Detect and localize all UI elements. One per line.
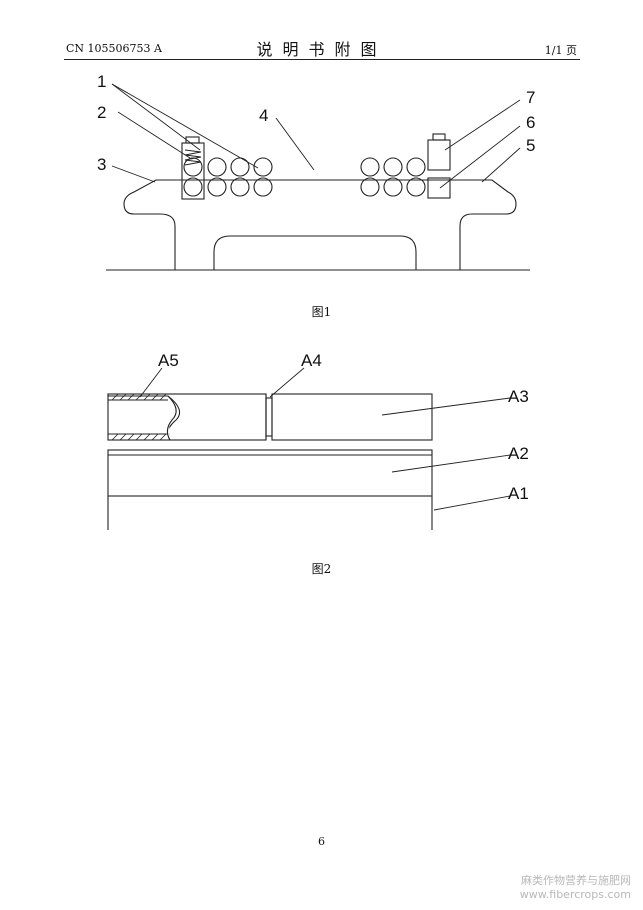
fig2-a5-hatch (111, 393, 167, 441)
fig2-part-a5-body (107, 393, 267, 441)
fig1-label-2: 2 (97, 103, 106, 122)
fig1-left-rollers (183, 157, 273, 197)
fig2-label-a3: A3 (508, 387, 529, 406)
fig2-label-a4: A4 (301, 351, 322, 370)
fig2-leader-lines (139, 367, 511, 511)
page-ratio: 1/1 页 (544, 44, 577, 57)
fig1-right-rollers (360, 157, 426, 197)
fig1-part-7-cap (432, 133, 446, 141)
watermark-site-name: 麻类作物营养与施肥网 (521, 874, 631, 887)
fig1-leader-lines (111, 83, 521, 189)
patent-number: CN 105506753 A (66, 42, 162, 55)
figure-1-drawing: 1 2 3 4 7 6 5 (97, 72, 535, 271)
fig1-label-7: 7 (526, 88, 535, 107)
fig2-label-a5: A5 (158, 351, 179, 370)
fig2-part-a3 (271, 393, 433, 441)
figure-2-caption: 图2 (311, 562, 332, 576)
site-watermark: 麻类作物营养与施肥网 www.fibercrops.com (520, 874, 631, 902)
figure-2-drawing: A5 A4 A3 A2 A1 (107, 351, 529, 530)
fig1-left-frame-top (185, 136, 200, 144)
fig1-label-1: 1 (97, 72, 106, 91)
page-number: 6 (318, 835, 325, 848)
fig1-label-3: 3 (97, 155, 106, 174)
fig1-label-4: 4 (259, 106, 268, 125)
fig1-label-6: 6 (526, 113, 535, 132)
fig1-part-6-block (427, 177, 451, 199)
fig2-label-a2: A2 (508, 444, 529, 463)
fig2-part-a2 (107, 449, 433, 497)
fig2-label-a1: A1 (508, 484, 529, 503)
fig1-arch-opening (213, 235, 417, 270)
watermark-url: www.fibercrops.com (519, 888, 631, 901)
fig2-part-a1 (107, 496, 433, 530)
header-rule (64, 59, 580, 60)
figure-1-caption: 图1 (311, 305, 332, 319)
fig1-part-7-block (427, 139, 451, 171)
page-title: 说明书附图 (256, 40, 387, 59)
fig1-spring-icon (184, 149, 202, 166)
fig2-part-a5 (107, 393, 267, 441)
fig2-part-a4 (265, 397, 273, 437)
fig2-a5-break (166, 395, 177, 441)
fig1-machine-body (123, 179, 517, 270)
fig1-label-5: 5 (526, 136, 535, 155)
